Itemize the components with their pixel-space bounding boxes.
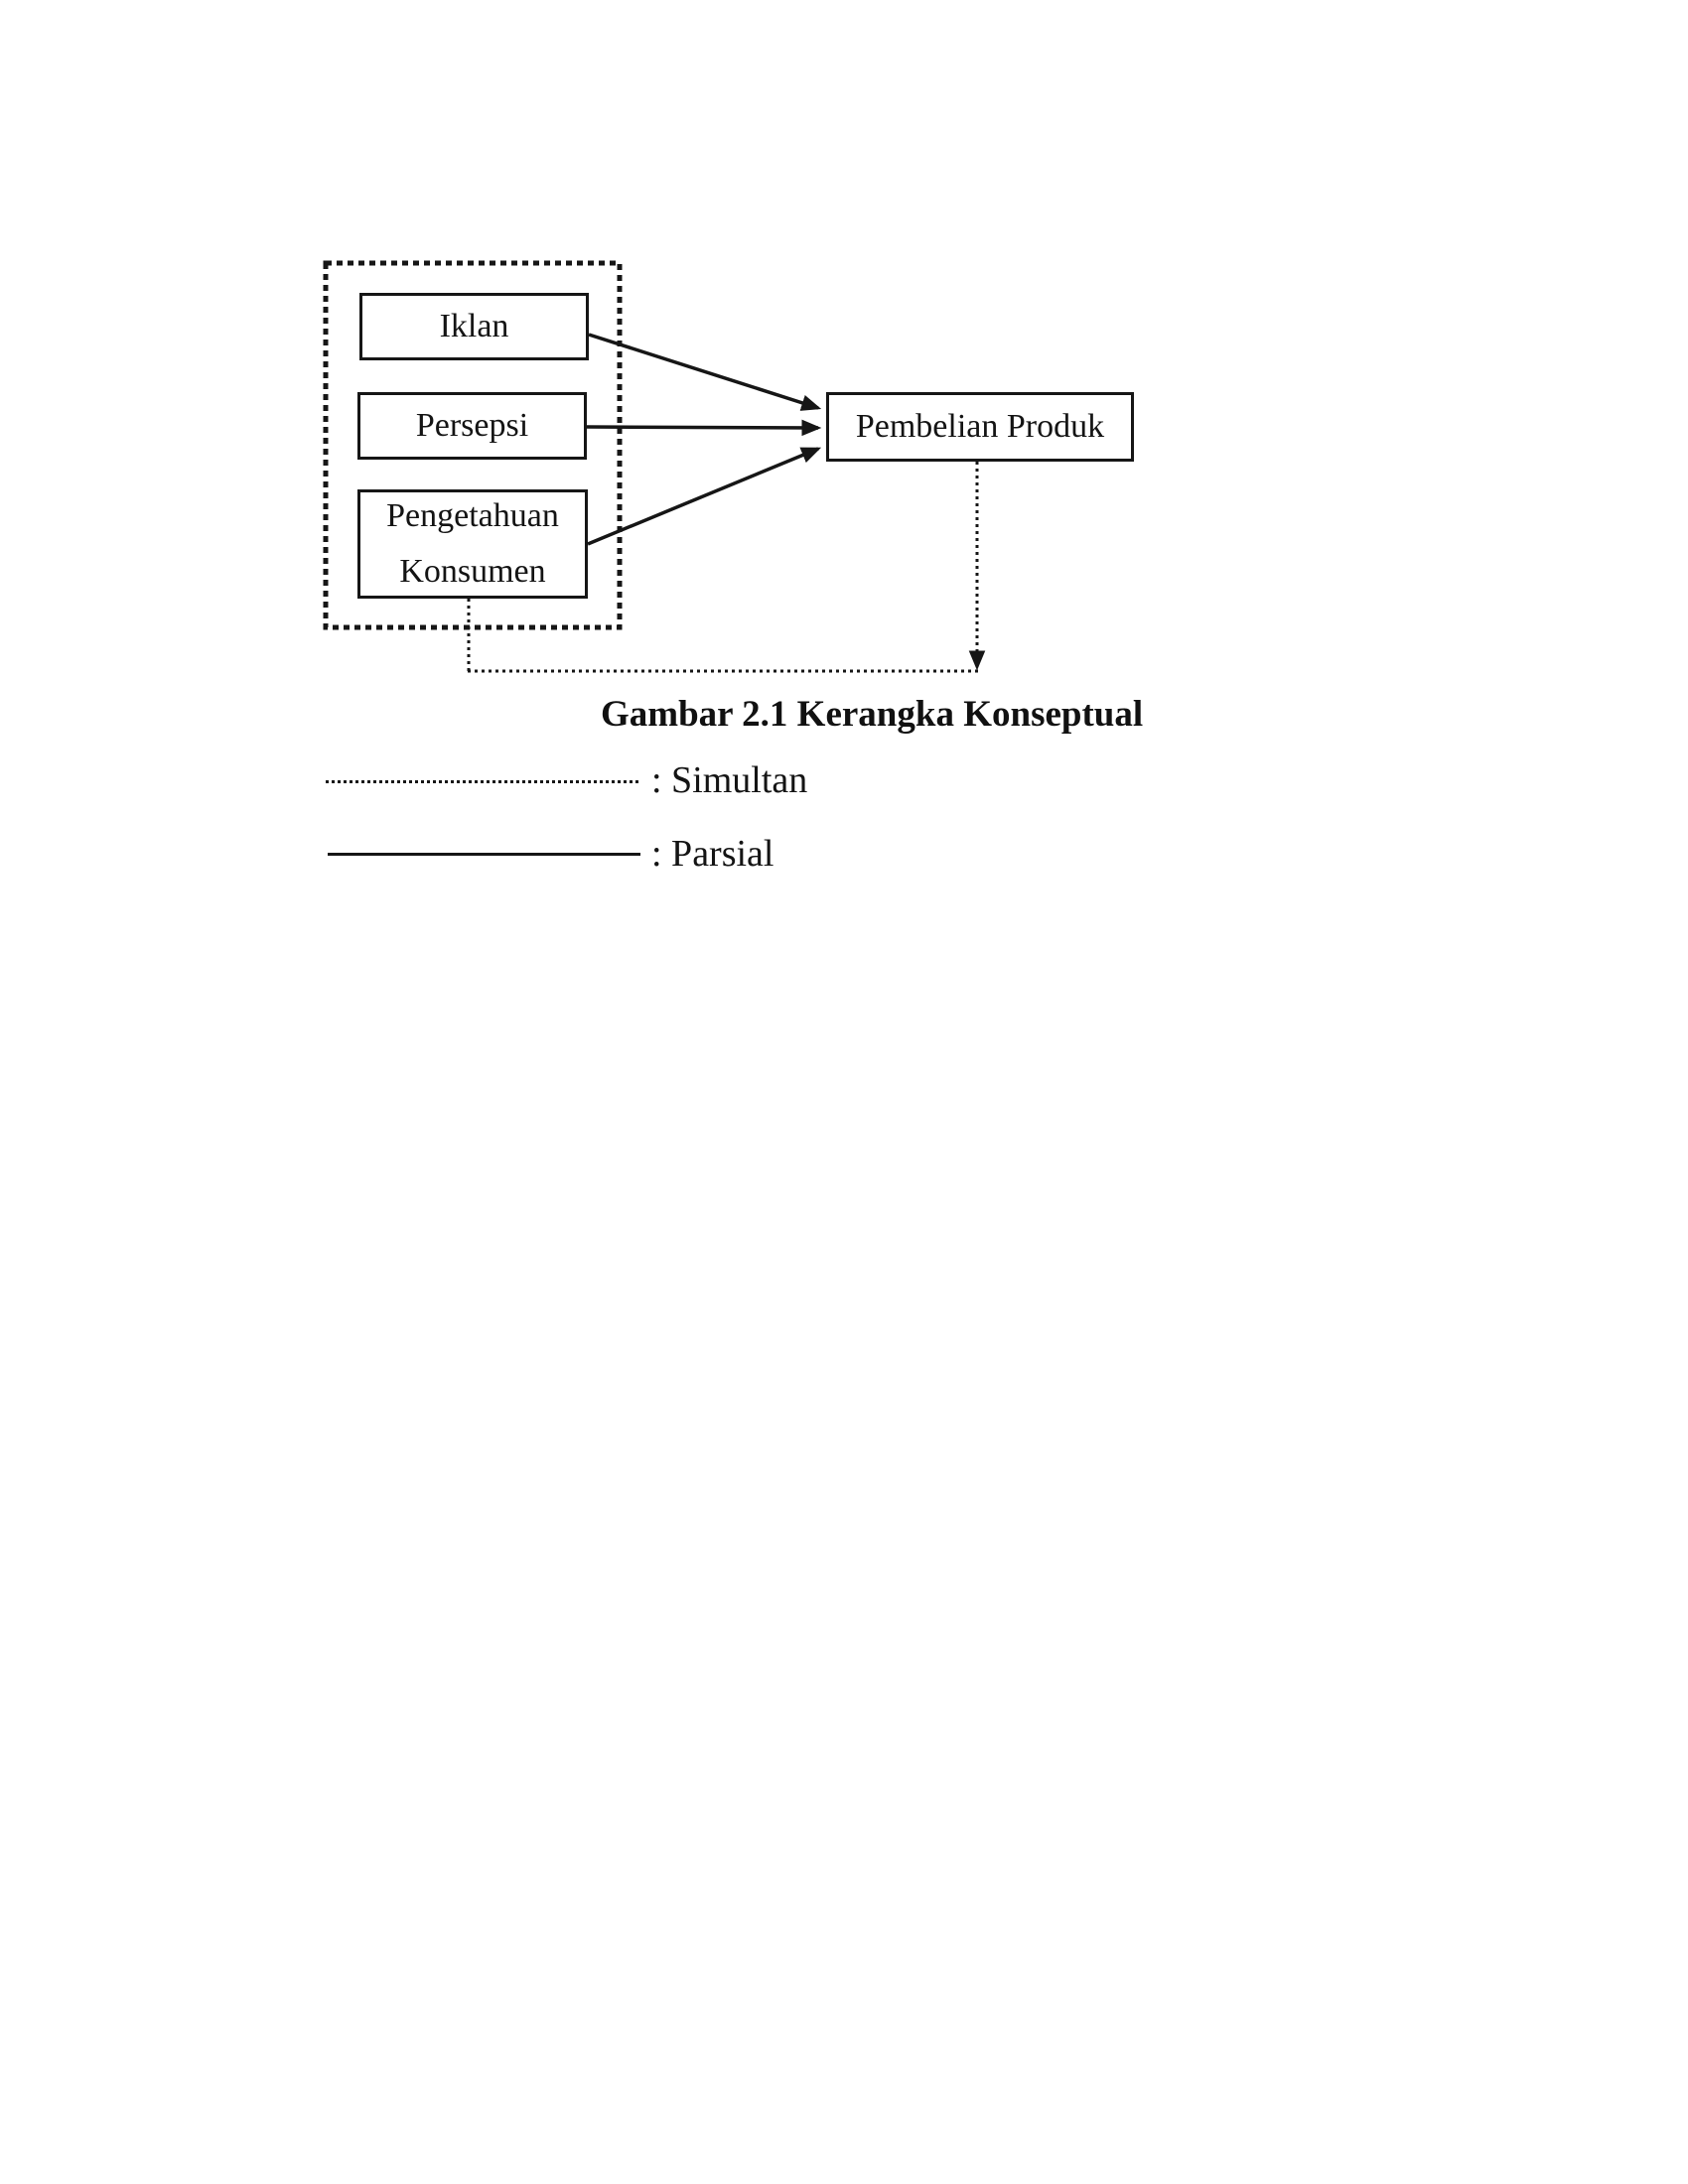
node-iklan-label: Iklan xyxy=(439,308,509,344)
node-pembelian-produk: Pembelian Produk xyxy=(826,392,1134,462)
node-persepsi-label: Persepsi xyxy=(415,407,529,444)
legend-parsial-label: : Parsial xyxy=(651,833,774,875)
legend-dotted-line-sample xyxy=(326,780,638,783)
legend-solid-line-sample xyxy=(328,853,640,856)
node-pengetahuan-konsumen-label: Pengetahuan Konsumen xyxy=(386,497,559,590)
node-persepsi: Persepsi xyxy=(357,392,587,460)
node-pengetahuan-konsumen: Pengetahuan Konsumen xyxy=(357,489,588,599)
node-iklan: Iklan xyxy=(359,293,589,360)
arrow-pengetahuan-to-pembelian xyxy=(587,447,822,546)
node-pembelian-produk-label: Pembelian Produk xyxy=(855,408,1105,445)
figure-caption: Gambar 2.1 Kerangka Konseptual xyxy=(601,694,1144,735)
arrow-iklan-to-pembelian xyxy=(588,333,822,411)
arrow-persepsi-to-pembelian xyxy=(586,419,822,437)
legend-simultan-label: : Simultan xyxy=(651,759,808,801)
